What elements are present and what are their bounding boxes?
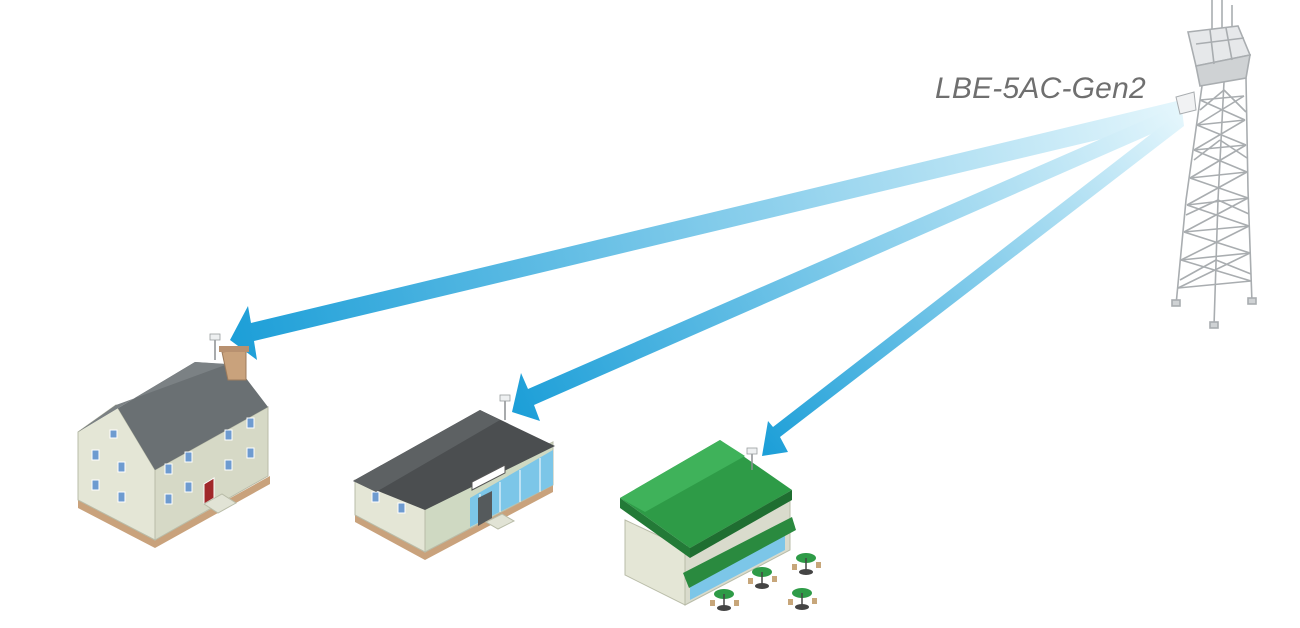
beam-to-cafe xyxy=(762,110,1184,456)
house-building xyxy=(77,333,270,548)
cafe-building xyxy=(620,440,821,611)
beam-to-house xyxy=(230,100,1181,360)
patio-tables xyxy=(710,553,821,611)
cell-tower xyxy=(1171,0,1257,329)
office-building xyxy=(353,394,555,560)
wireless-links xyxy=(230,100,1184,456)
beam-to-office xyxy=(512,104,1181,421)
device-label: LBE-5AC-Gen2 xyxy=(935,72,1146,105)
lbe-device-icon xyxy=(1175,91,1197,115)
